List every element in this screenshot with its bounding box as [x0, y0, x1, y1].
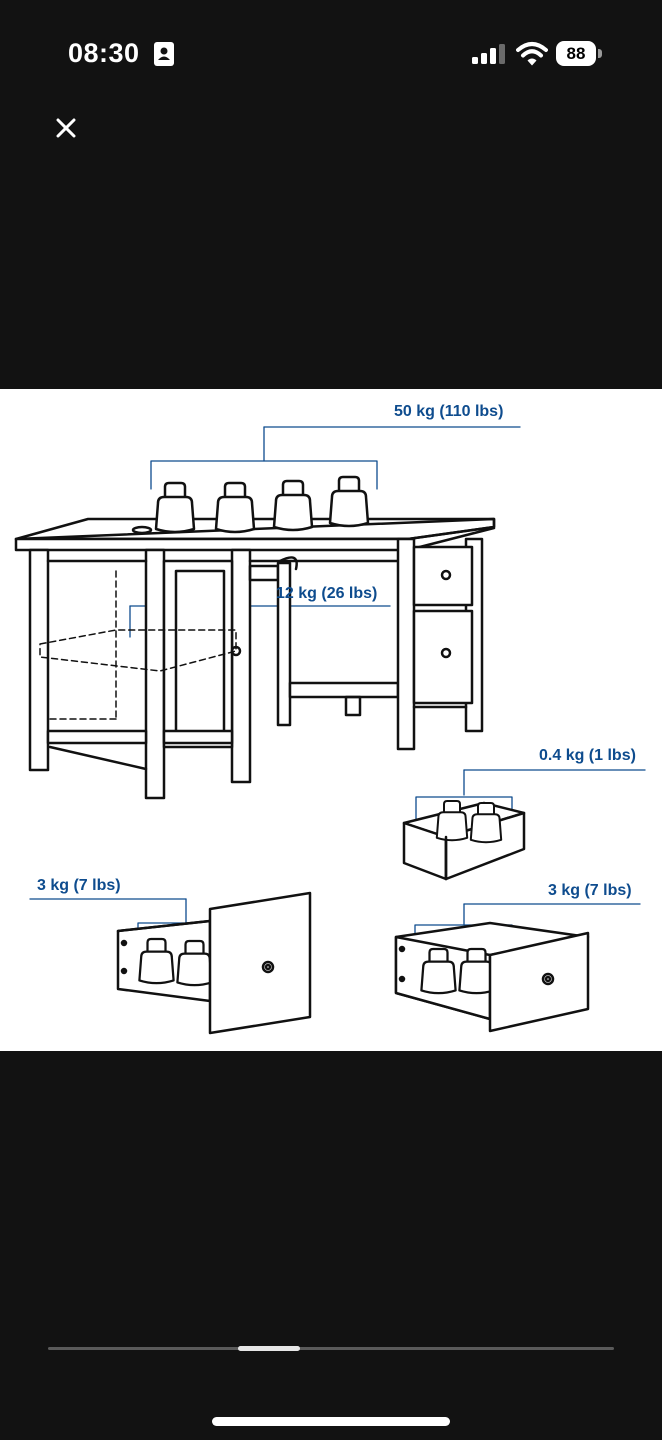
- left-drawer-load-label: 3 kg (7 lbs): [37, 877, 121, 894]
- wifi-icon: [516, 42, 548, 66]
- battery-cap: [598, 49, 602, 58]
- desk-drawing-main: [14, 517, 496, 800]
- right-drawer-drawing: [394, 921, 590, 1033]
- right-drawer-load-label: 3 kg (7 lbs): [548, 882, 632, 899]
- status-bar: 08:30 88: [0, 0, 662, 100]
- shelf-load-label: 12 kg (26 lbs): [276, 585, 378, 602]
- left-drawer-drawing: [116, 891, 312, 1035]
- small-drawer-drawing: [402, 799, 526, 881]
- battery-icon: 88: [556, 41, 604, 66]
- desk-weights: [154, 475, 370, 534]
- contact-card-icon: [154, 42, 174, 66]
- home-indicator[interactable]: [212, 1417, 450, 1426]
- small-drawer-load-label: 0.4 kg (1 lbs): [539, 747, 636, 764]
- battery-level: 88: [556, 41, 596, 66]
- tabletop-load-label: 50 kg (110 lbs): [394, 403, 504, 420]
- desk-load-illustration: 50 kg (110 lbs) 12 kg (26 lbs) 0.4 kg (1…: [0, 389, 662, 1051]
- scrubber-thumb[interactable]: [238, 1346, 300, 1351]
- cellular-signal-icon: [472, 44, 505, 64]
- desk-drawing: [14, 426, 646, 1035]
- video-scrubber[interactable]: [48, 1347, 614, 1350]
- status-time: 08:30: [68, 38, 140, 68]
- close-icon[interactable]: [48, 110, 84, 146]
